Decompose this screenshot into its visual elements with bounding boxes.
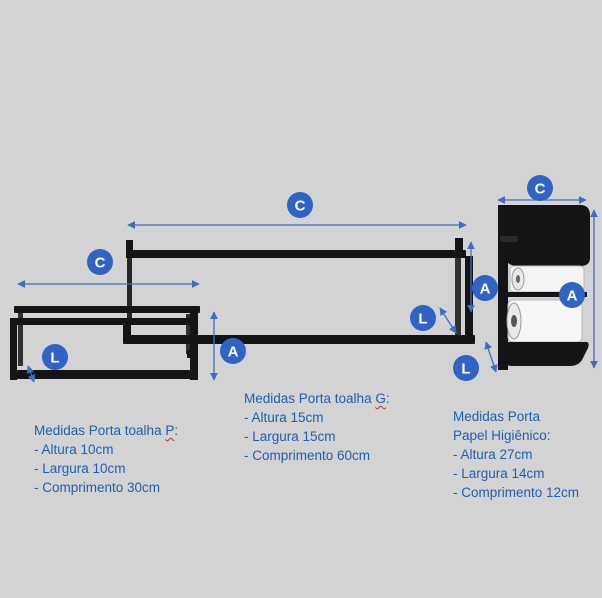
badge-label: C	[95, 255, 106, 272]
badge-c-holder: C	[527, 175, 553, 201]
badge-l-large: L	[410, 305, 436, 331]
large-rack-height: - Altura 15cm	[244, 410, 324, 425]
badge-l-holder: L	[453, 355, 479, 381]
badge-label: A	[228, 344, 239, 361]
badge-label: L	[50, 350, 59, 367]
badge-label: L	[461, 361, 470, 378]
large-rack-length: - Comprimento 60cm	[244, 448, 371, 463]
small-towel-rack	[10, 306, 200, 380]
large-rack-specs: Medidas Porta toalha G: - Altura 15cm - …	[244, 389, 390, 465]
badge-c-small: C	[87, 249, 113, 275]
dimension-badges: C C A L L A C	[42, 175, 585, 381]
badge-a-large: A	[472, 275, 498, 301]
badge-label: L	[418, 311, 427, 328]
paper-holder-title-line2: Papel Higiênico:	[453, 428, 551, 443]
large-rack-title: Medidas Porta toalha G:	[244, 391, 390, 406]
badge-c-large: C	[287, 192, 313, 218]
badge-label: A	[567, 288, 578, 305]
paper-holder-specs: Medidas Porta Papel Higiênico: - Altura …	[453, 407, 579, 502]
badge-label: A	[480, 281, 491, 298]
badge-a-small: A	[220, 338, 246, 364]
small-rack-width: - Largura 10cm	[34, 461, 126, 476]
badge-label: C	[535, 181, 546, 198]
paper-holder-width: - Largura 14cm	[453, 466, 545, 481]
large-rack-width: - Largura 15cm	[244, 429, 336, 444]
badge-l-small: L	[42, 344, 68, 370]
toilet-paper-holder	[498, 205, 590, 370]
small-rack-title: Medidas Porta toalha P:	[34, 423, 179, 438]
badge-a-holder: A	[559, 282, 585, 308]
paper-holder-length: - Comprimento 12cm	[453, 485, 580, 500]
paper-holder-height: - Altura 27cm	[453, 447, 533, 462]
small-rack-height: - Altura 10cm	[34, 442, 114, 457]
paper-holder-title-line1: Medidas Porta	[453, 409, 541, 424]
small-rack-length: - Comprimento 30cm	[34, 480, 161, 495]
badge-label: C	[295, 198, 306, 215]
small-rack-specs: Medidas Porta toalha P: - Altura 10cm - …	[34, 421, 178, 497]
